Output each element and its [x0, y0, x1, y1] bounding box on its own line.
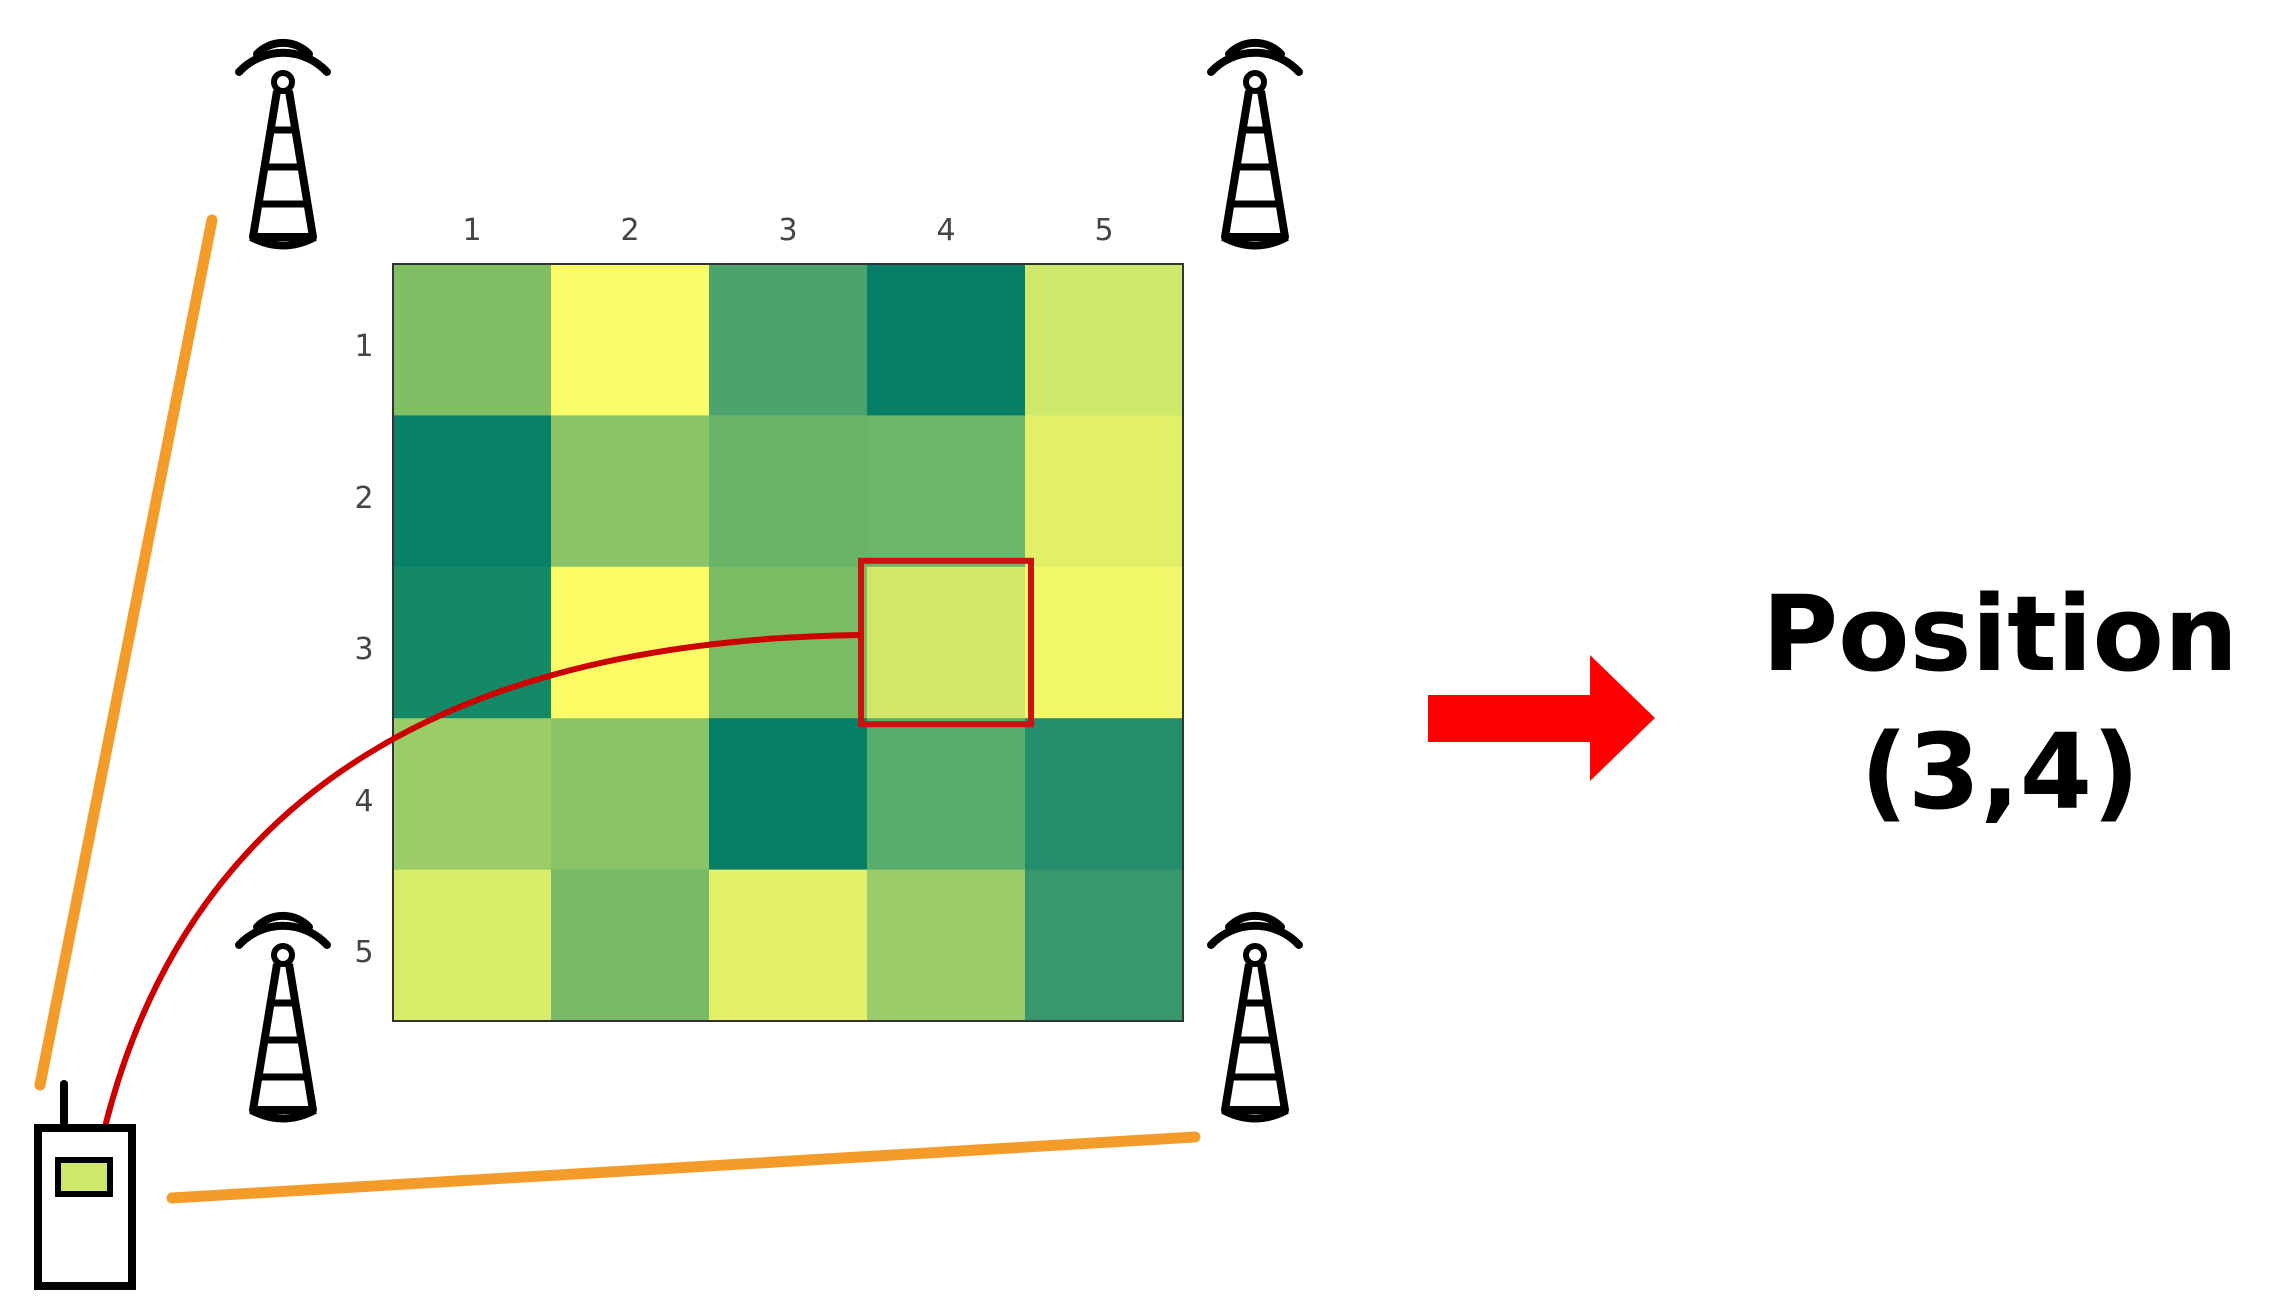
device-screen	[55, 1157, 113, 1197]
cell-tower-icon	[1211, 916, 1299, 1119]
heatmap-cell-r5-c4	[867, 869, 1026, 1022]
position-coordinates: (3,4)	[1860, 711, 2140, 833]
heatmap-cell-r1-c4	[867, 264, 1026, 416]
row-tick-labels: 1 2 3 4 5	[354, 329, 373, 970]
heatmap-grid	[393, 264, 1184, 1022]
column-tick: 1	[462, 213, 481, 248]
heatmap-cell-r5-c1	[393, 869, 552, 1022]
heatmap-cell-r4-c5	[1025, 718, 1184, 871]
heatmap-cell-r1-c2	[551, 264, 710, 416]
row-tick: 4	[354, 784, 373, 819]
heatmap-cell-r2-c4	[867, 415, 1026, 568]
heatmap-cell-r2-c5	[1025, 415, 1184, 568]
heatmap-cell-r2-c1	[393, 415, 552, 568]
heatmap-cell-r4-c3	[709, 718, 868, 871]
heatmap-cell-r3-c4	[867, 566, 1026, 719]
highlighted-cell	[858, 557, 1034, 728]
heatmap-cell-r1-c3	[709, 264, 868, 416]
link-line-top-left	[34, 214, 218, 1091]
column-tick: 4	[936, 213, 955, 248]
heatmap-cell-r4-c1	[393, 718, 552, 871]
column-tick: 3	[778, 213, 797, 248]
row-tick: 1	[354, 329, 373, 364]
heatmap-cell-r3-c5	[1025, 566, 1184, 719]
heatmap-cell-r5-c5	[1025, 869, 1184, 1022]
heatmap-cell-r5-c3	[709, 869, 868, 1022]
column-tick: 2	[620, 213, 639, 248]
heatmap-cell-r4-c4	[867, 718, 1026, 871]
handheld-device-icon	[34, 1080, 136, 1290]
heatmap-cell-r4-c2	[551, 718, 710, 871]
right-arrow-icon	[1428, 655, 1655, 781]
column-tick-labels: 1 2 3 4 5	[462, 213, 1113, 248]
position-label: Position	[1761, 573, 2239, 695]
estimation-path-curve	[94, 632, 861, 1163]
heatmap-cell-r1-c1	[393, 264, 552, 416]
cell-tower-icon	[239, 916, 327, 1119]
row-tick: 5	[354, 935, 373, 970]
result-text: Position (3,4)	[1720, 565, 2280, 841]
heatmap-cell-r2-c3	[709, 415, 868, 568]
heatmap-cell-r3-c1	[393, 566, 552, 719]
column-tick: 5	[1094, 213, 1113, 248]
heatmap-cell-r3-c2	[551, 566, 710, 719]
cell-tower-icon	[1211, 43, 1299, 246]
heatmap-cell-r1-c5	[1025, 264, 1184, 416]
row-tick: 2	[354, 481, 373, 516]
heatmap-frame	[392, 263, 1184, 1022]
heatmap-cell-r5-c2	[551, 869, 710, 1022]
link-line-bottom-right	[166, 1131, 1201, 1204]
heatmap-cell-r2-c2	[551, 415, 710, 568]
row-tick: 3	[354, 632, 373, 667]
cell-tower-icon	[239, 43, 327, 246]
